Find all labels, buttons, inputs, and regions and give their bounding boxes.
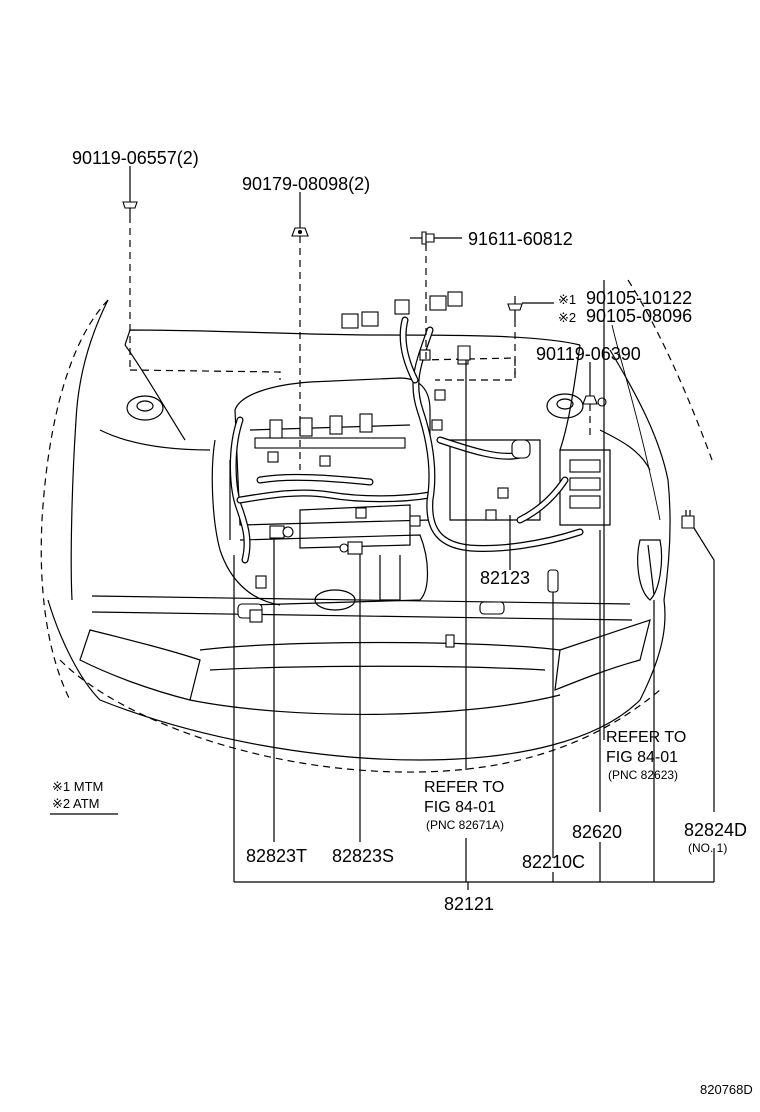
- engine-block: [211, 377, 663, 619]
- fasteners: [122, 190, 607, 407]
- harness-connectors: [249, 291, 531, 648]
- part-labels: 90119-06557(2) 90179-08098(2) 91611-6081…: [72, 148, 747, 914]
- fuse-box: [559, 449, 611, 526]
- bolt-90105-icon: [507, 296, 523, 320]
- right-headlight: [554, 619, 651, 691]
- label-82121: 82121: [444, 894, 494, 914]
- legend-mtm: ※1 MTM: [52, 779, 103, 794]
- label-82824D: 82824D: [684, 820, 747, 840]
- label-90119-06557: 90119-06557(2): [72, 148, 199, 168]
- washer-tank: [637, 539, 663, 601]
- marker-atm: ※2: [558, 310, 576, 325]
- sensor-82823S: [339, 541, 363, 555]
- leader-lines: [129, 166, 715, 890]
- label-82823S: 82823S: [332, 846, 394, 866]
- label-82620: 82620: [572, 822, 622, 842]
- label-82824D-note: (NO. 1): [688, 841, 727, 855]
- label-82823T: 82823T: [246, 846, 307, 866]
- bolt-91611-60812-icon: [410, 231, 435, 245]
- clamp-82824D: [681, 510, 695, 529]
- clip-right-fender-icon: [457, 345, 471, 361]
- bolt-90119-06557-icon: [122, 190, 138, 216]
- engine-wire-harness: [229, 291, 695, 648]
- left-strut-tower: [126, 395, 164, 421]
- refer-fig-right-pnc: (PNC 82623): [608, 768, 678, 782]
- bolt-90119-06390-icon: [582, 395, 607, 407]
- ignition-coils: [269, 413, 373, 439]
- refer-fig-center-line2: FIG 84-01: [424, 799, 496, 816]
- refer-fig-right-line2: FIG 84-01: [606, 749, 678, 766]
- legend-atm: ※2 ATM: [52, 796, 100, 811]
- label-91611-60812: 91611-60812: [468, 229, 573, 249]
- label-90119-06390: 90119-06390: [536, 344, 641, 364]
- legend: ※1 MTM ※2 ATM: [50, 779, 118, 815]
- fuse-82210C: [547, 569, 559, 593]
- oil-filler-cap: [314, 589, 356, 611]
- label-90179-08098: 90179-08098(2): [242, 174, 370, 194]
- right-strut-tower: [546, 393, 584, 419]
- sensor-82823T: [269, 525, 294, 539]
- marker-mtm: ※1: [558, 292, 576, 307]
- label-82210C: 82210C: [522, 852, 585, 872]
- label-82123: 82123: [480, 568, 530, 588]
- label-90105-08096: 90105-08096: [586, 306, 692, 326]
- refer-fig-center-line1: REFER TO: [424, 779, 504, 796]
- nut-90179-08098-icon: [291, 227, 309, 237]
- label-90105-10122: 90105-10122: [586, 288, 692, 308]
- refer-fig-right-line1: REFER TO: [606, 729, 686, 746]
- figure-id: 820768D: [700, 1082, 753, 1097]
- refer-fig-center-pnc: (PNC 82671A): [426, 818, 504, 832]
